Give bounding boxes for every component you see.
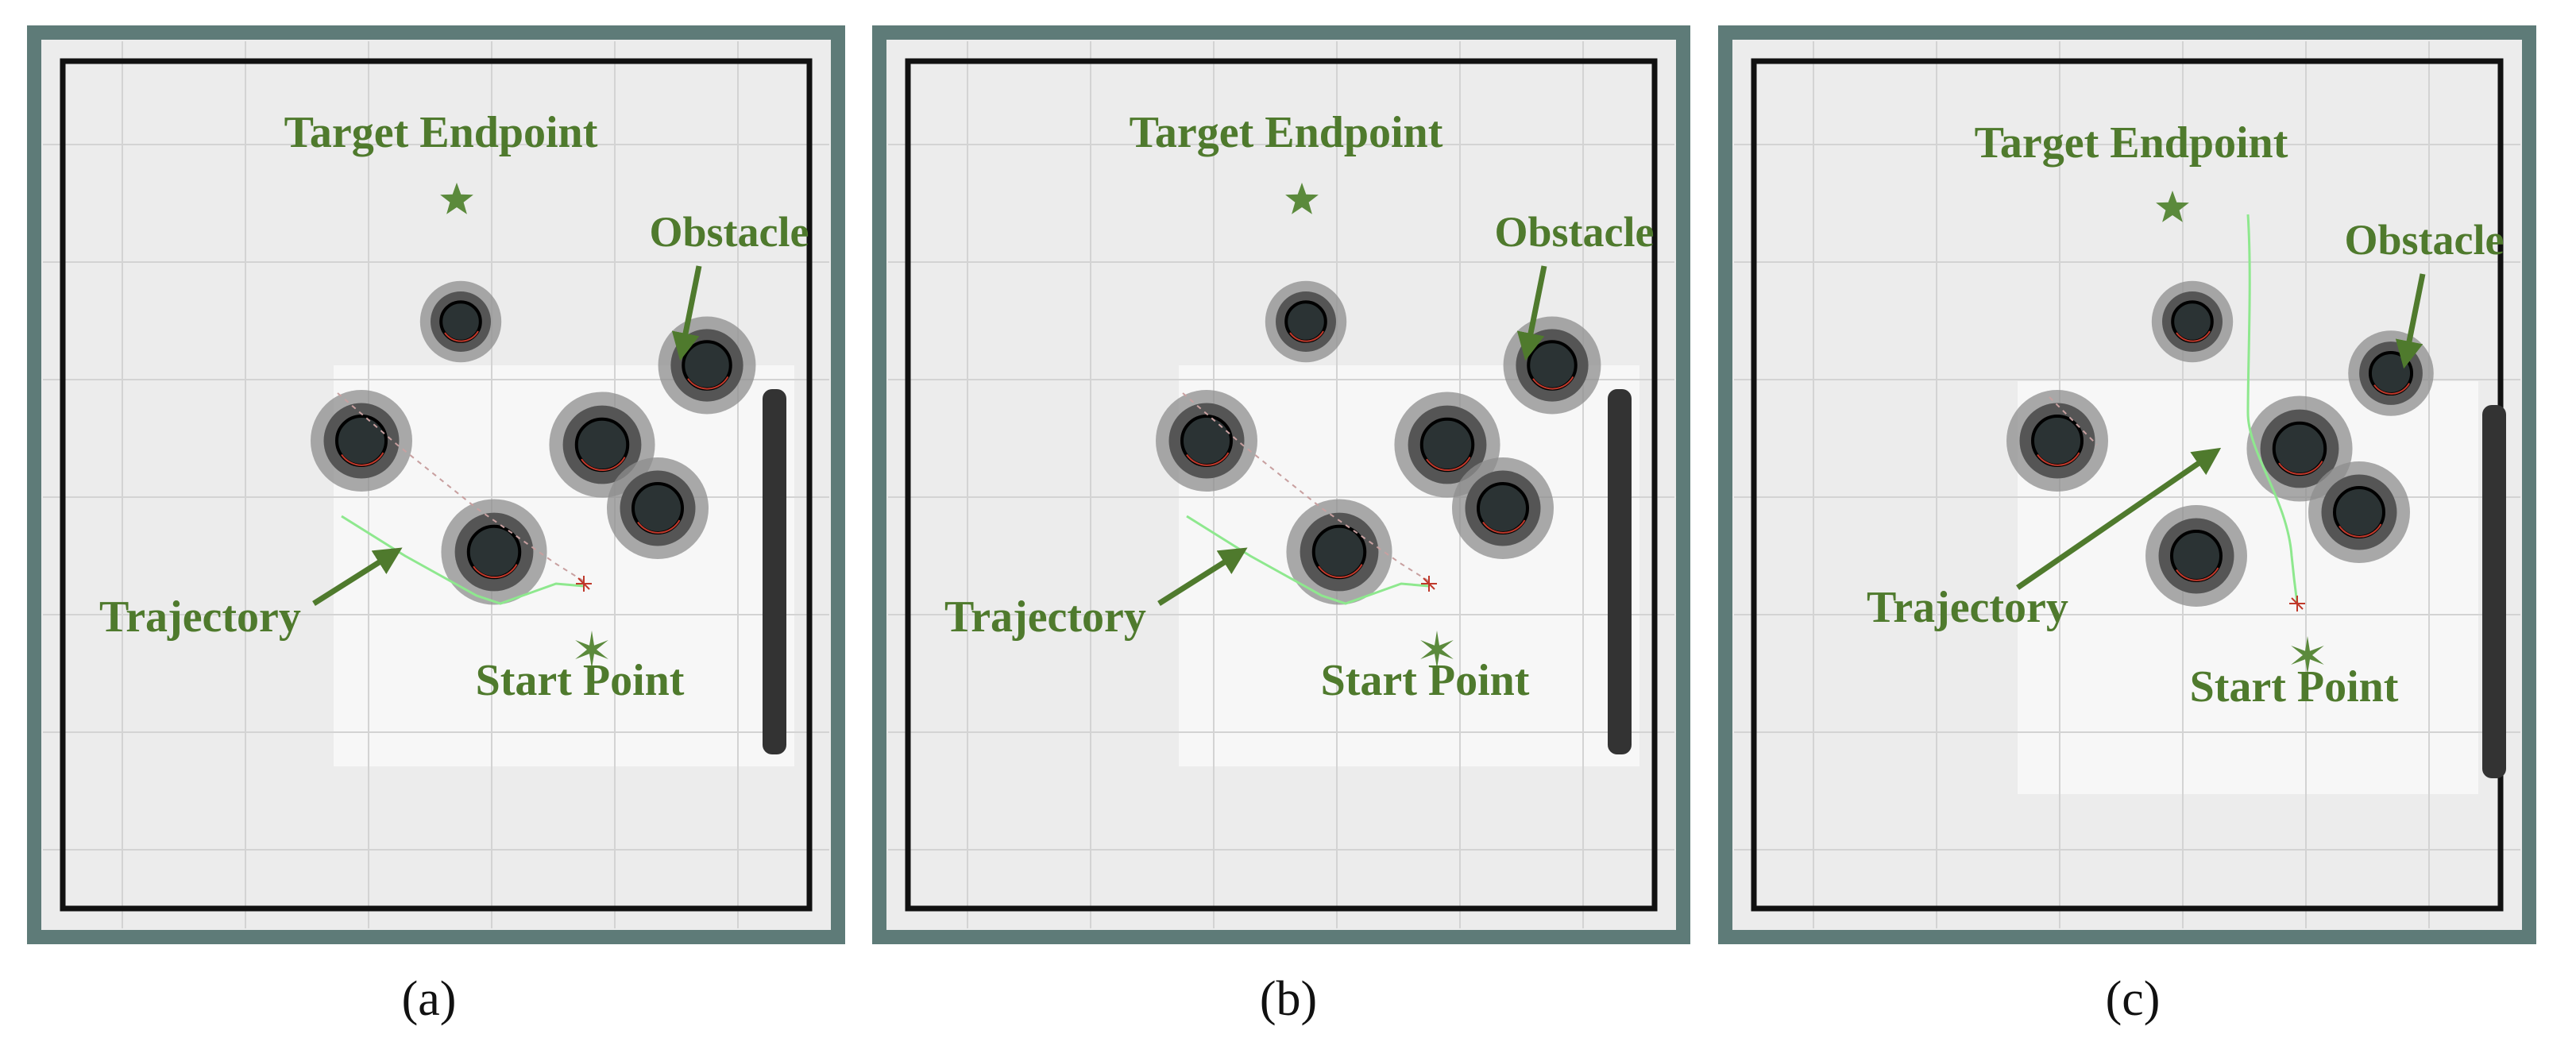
panel-caption: (a) — [402, 972, 457, 1026]
obstacle-label: Obstacle — [2345, 216, 2505, 264]
start-star-icon — [575, 631, 608, 669]
obstacle — [2348, 330, 2434, 416]
trajectory-label: Trajectory — [1867, 583, 2068, 632]
obstacle — [1286, 499, 1392, 605]
obstacle — [2308, 461, 2410, 563]
map-walls — [905, 58, 1658, 912]
target-label: Target Endpoint — [1130, 108, 1443, 157]
obstacle-label: Obstacle — [650, 208, 809, 256]
trajectory-arrow-icon — [312, 547, 403, 606]
trajectory-arrow-icon — [1157, 547, 1248, 606]
obstacle — [1265, 280, 1347, 363]
start-star-icon — [1420, 631, 1454, 669]
panel-caption: (b) — [1260, 972, 1317, 1026]
start-label: Start Point — [2190, 662, 2399, 712]
obstacle — [1503, 316, 1601, 415]
obstacle — [1452, 457, 1554, 559]
planned-path — [2049, 396, 2098, 446]
wall-segment — [763, 389, 786, 754]
start-label: Start Point — [1321, 656, 1530, 705]
obstacle-arrow-icon — [1516, 265, 1547, 361]
map-walls — [60, 58, 813, 912]
target-star-icon — [1285, 183, 1319, 214]
obstacles — [2006, 280, 2434, 607]
obstacle-arrow-icon — [2395, 273, 2426, 369]
map-grid — [888, 41, 1674, 928]
trajectory-path — [2246, 214, 2299, 604]
start-star-icon — [2291, 636, 2324, 674]
obstacle — [2151, 280, 2234, 363]
trajectory-arrow-icon — [2016, 447, 2222, 590]
obstacle — [658, 316, 756, 415]
obstacle — [2145, 505, 2247, 607]
target-star-icon — [2156, 191, 2189, 222]
obstacle — [1156, 390, 1257, 492]
robot-pose-marker — [576, 576, 592, 592]
obstacle — [607, 457, 709, 559]
target-label: Target Endpoint — [284, 108, 598, 157]
robot-pose-marker — [1421, 576, 1437, 592]
obstacles — [311, 280, 756, 605]
obstacle — [441, 499, 547, 605]
trajectory-label: Trajectory — [99, 592, 301, 642]
panel-caption: (c) — [2106, 972, 2161, 1026]
planned-path — [1182, 392, 1434, 584]
planned-path — [337, 392, 589, 584]
wall-segment — [2482, 405, 2506, 778]
start-label: Start Point — [476, 656, 685, 705]
obstacle — [2006, 390, 2108, 492]
target-label: Target Endpoint — [1975, 118, 2288, 168]
obstacle — [311, 390, 412, 492]
obstacle — [419, 280, 502, 363]
trajectory-label: Trajectory — [944, 592, 1146, 642]
robot-pose-marker — [2289, 596, 2305, 611]
obstacles — [1156, 280, 1601, 605]
wall-segment — [1608, 389, 1632, 754]
obstacle-label: Obstacle — [1495, 208, 1655, 256]
map-grid — [1734, 41, 2520, 928]
obstacle-arrow-icon — [671, 265, 702, 361]
target-star-icon — [440, 183, 473, 214]
